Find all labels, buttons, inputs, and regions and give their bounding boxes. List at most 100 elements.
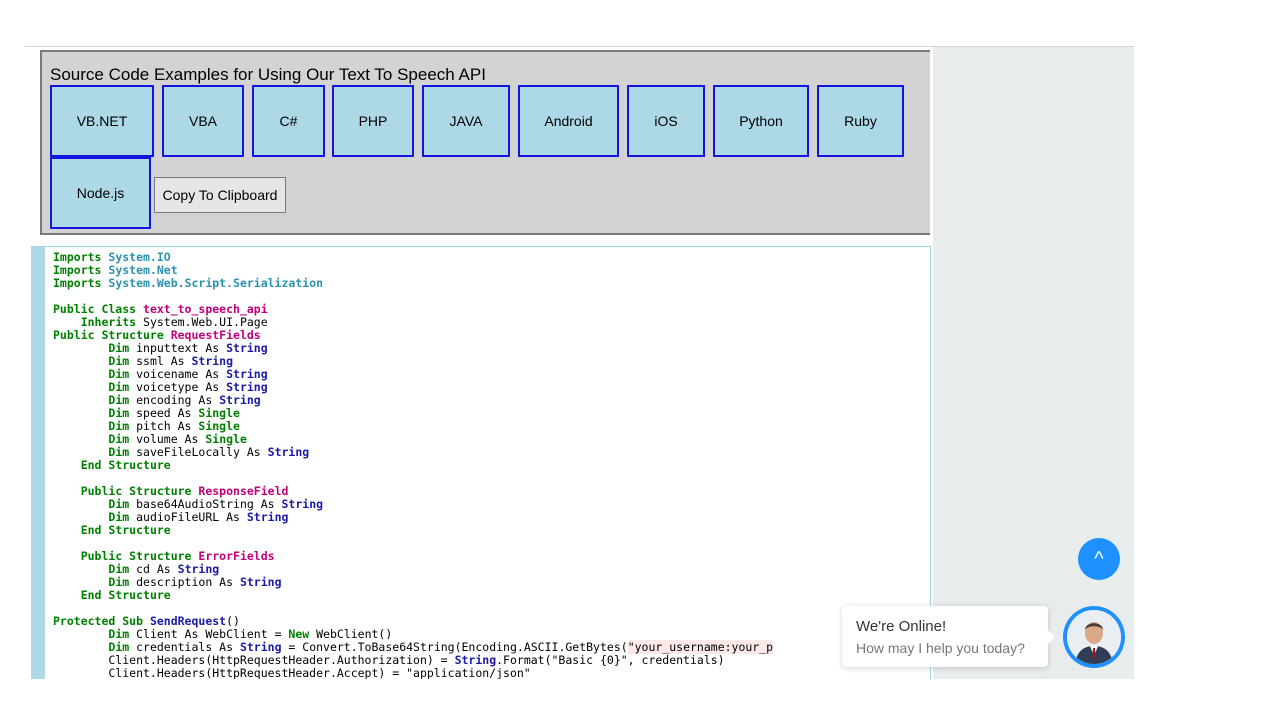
agent-avatar xyxy=(1067,610,1121,664)
code-token: Dim xyxy=(108,393,137,407)
lang-button-android[interactable]: Android xyxy=(518,85,619,157)
code-token: voicetype As xyxy=(136,380,227,394)
code-token: voicename As xyxy=(136,367,227,381)
code-line: Public Class text_to_speech_api xyxy=(53,303,930,316)
code-token: String xyxy=(219,393,261,407)
code-token xyxy=(53,458,81,472)
code-token: Single xyxy=(205,432,247,446)
code-token xyxy=(53,523,81,537)
code-token xyxy=(53,562,108,576)
code-line: Dim credentials As String = Convert.ToBa… xyxy=(53,640,930,654)
lang-button-vbnet[interactable]: VB.NET xyxy=(50,85,154,157)
code-token: String xyxy=(281,497,324,511)
code-token: Single xyxy=(198,406,240,420)
lang-button-vba[interactable]: VBA xyxy=(162,85,244,157)
code-line: Dim speed As Single xyxy=(53,407,930,420)
code-token: Dim xyxy=(108,341,137,355)
code-token: String xyxy=(226,380,268,394)
code-token: Dim xyxy=(108,380,137,394)
code-token: Dim xyxy=(108,562,137,576)
lang-button-python[interactable]: Python xyxy=(713,85,809,157)
code-line: Client.Headers(HttpRequestHeader.Accept)… xyxy=(53,667,930,680)
code-token: description As xyxy=(136,575,240,589)
code-line: Dim Client As WebClient = New WebClient(… xyxy=(53,628,930,641)
code-token: System.IO xyxy=(108,250,171,264)
code-token xyxy=(53,588,81,602)
page-area: Source Code Examples for Using Our Text … xyxy=(25,46,1134,679)
code-token xyxy=(53,406,108,420)
code-token: String xyxy=(226,341,268,355)
code-token: Dim xyxy=(108,432,137,446)
code-token: speed As xyxy=(136,406,199,420)
code-token: End Structure xyxy=(80,588,171,602)
lang-button-java[interactable]: JAVA xyxy=(422,85,510,157)
copy-to-clipboard-button[interactable]: Copy To Clipboard xyxy=(154,177,286,213)
code-token: = Convert.ToBase64String(Encoding.ASCII.… xyxy=(281,640,628,654)
code-token: credentials As xyxy=(136,640,240,654)
code-token: Protected Sub xyxy=(53,614,150,628)
chat-avatar-button[interactable] xyxy=(1063,606,1125,668)
code-token: Dim xyxy=(108,640,137,654)
code-token: Dim xyxy=(108,445,137,459)
lang-button-csharp[interactable]: C# xyxy=(252,85,325,157)
code-token: text_to_speech_api xyxy=(143,302,268,316)
code-line: Dim pitch As Single xyxy=(53,420,930,433)
code-token: Public Structure xyxy=(80,549,199,563)
code-token: pitch As xyxy=(136,419,199,433)
code-token: Dim xyxy=(108,627,137,641)
lang-button-php[interactable]: PHP xyxy=(332,85,414,157)
code-token xyxy=(53,354,108,368)
code-token xyxy=(53,380,108,394)
code-line: Dim inputtext As String xyxy=(53,342,930,355)
code-token: String xyxy=(177,562,220,576)
code-token: Dim xyxy=(108,575,137,589)
panel-title: Source Code Examples for Using Our Text … xyxy=(50,65,486,84)
code-token: RequestFields xyxy=(170,328,261,342)
code-token xyxy=(53,393,108,407)
code-line: Protected Sub SendRequest() xyxy=(53,615,930,628)
code-token xyxy=(53,575,108,589)
code-line: Imports System.Net xyxy=(53,264,930,277)
code-token: ErrorFields xyxy=(198,549,275,563)
code-token xyxy=(53,367,108,381)
code-token: Public Structure xyxy=(53,328,171,342)
code-token: String xyxy=(239,575,282,589)
code-token: End Structure xyxy=(80,458,171,472)
lang-button-ruby[interactable]: Ruby xyxy=(817,85,904,157)
code-line: Dim volume As Single xyxy=(53,433,930,446)
code-token: System.Web.Script.Serialization xyxy=(108,276,324,290)
lang-button-ios[interactable]: iOS xyxy=(627,85,705,157)
code-token: Dim xyxy=(108,510,137,524)
code-line: Dim cd As String xyxy=(53,563,930,576)
code-token: WebClient() xyxy=(316,627,393,641)
code-line: Client.Headers(HttpRequestHeader.Authori… xyxy=(53,654,930,667)
code-token: Public Structure xyxy=(80,484,199,498)
code-token xyxy=(53,510,108,524)
code-token: System.Web.UI.Page xyxy=(143,315,268,329)
code-token: audioFileURL As xyxy=(136,510,247,524)
code-token xyxy=(53,432,108,446)
code-token: volume As xyxy=(136,432,206,446)
code-token: String xyxy=(454,653,497,667)
code-line: Dim voicename As String xyxy=(53,368,930,381)
code-line: Public Structure RequestFields xyxy=(53,329,930,342)
scroll-to-top-button[interactable]: ^ xyxy=(1078,538,1120,580)
chat-invite-bubble[interactable]: We're Online! How may I help you today? xyxy=(842,606,1055,667)
code-line: Dim ssml As String xyxy=(53,355,930,368)
code-token: cd As xyxy=(136,562,178,576)
code-token: Public Class xyxy=(53,302,144,316)
code-line: Dim description As String xyxy=(53,576,930,589)
code-token: Dim xyxy=(108,354,137,368)
code-token: Client.Headers(HttpRequestHeader.Authori… xyxy=(53,653,455,667)
code-token: Dim xyxy=(108,419,137,433)
code-line: Public Structure ErrorFields xyxy=(53,550,930,563)
code-token xyxy=(53,549,81,563)
code-line: Imports System.IO xyxy=(53,251,930,264)
code-token: ssml As xyxy=(136,354,192,368)
code-token: Imports xyxy=(53,276,109,290)
code-line: End Structure xyxy=(53,459,930,472)
lang-button-nodejs[interactable]: Node.js xyxy=(50,157,151,229)
code-token: Single xyxy=(198,419,240,433)
